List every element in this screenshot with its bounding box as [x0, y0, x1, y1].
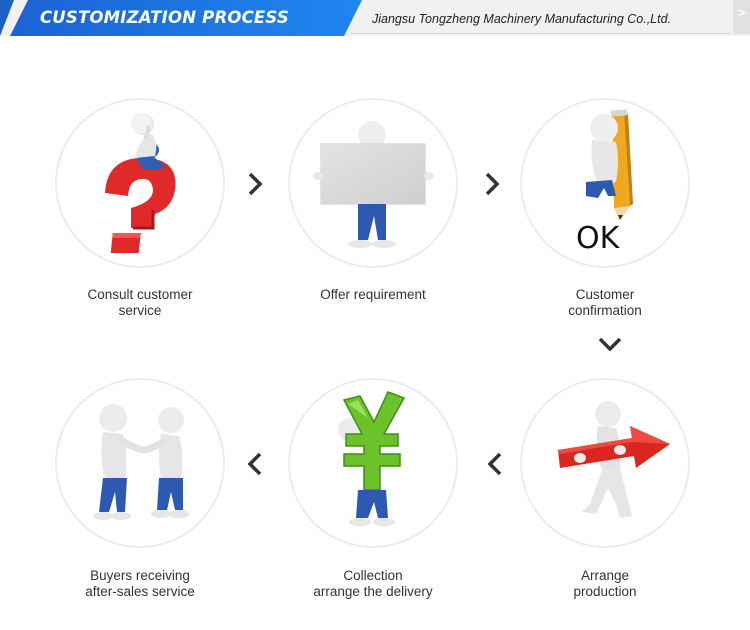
chevron-left-icon [248, 452, 262, 476]
chevron-left-icon [488, 452, 502, 476]
chevron-right-icon [248, 172, 262, 196]
step-label: Customer confirmation [505, 287, 705, 318]
step-collection-arrange-delivery [288, 378, 458, 548]
chevron-down-icon [598, 337, 622, 351]
chevron-right-icon [485, 172, 499, 196]
yen-carrier-icon [288, 378, 458, 548]
step-label-line1: Arrange [505, 568, 705, 584]
step-consult-customer-service [55, 98, 225, 268]
step-label: Consult customer service [40, 287, 240, 318]
step-label-line2: arrange the delivery [273, 584, 473, 600]
step-label-line2: service [40, 303, 240, 319]
sign-board-person-icon [288, 98, 458, 268]
section-title: CUSTOMIZATION PROCESS [40, 8, 289, 27]
svg-text:OK: OK [576, 221, 621, 256]
step-label-line1: Consult customer [40, 287, 240, 303]
question-mark-thinker-icon [55, 98, 225, 268]
company-name: Jiangsu Tongzheng Machinery Manufacturin… [372, 12, 671, 26]
red-arrow-carrier-icon [520, 378, 690, 548]
step-arrange-production [520, 378, 690, 548]
step-offer-requirement [288, 98, 458, 268]
pencil-ok-icon: OK [520, 98, 690, 268]
step-buyers-after-sales-service [55, 378, 225, 548]
step-label-line1: Customer [505, 287, 705, 303]
step-label-line1: Offer requirement [273, 287, 473, 303]
step-label-line2: production [505, 584, 705, 600]
section-header: CUSTOMIZATION PROCESS Jiangsu Tongzheng … [0, 0, 750, 40]
step-label-line1: Collection [273, 568, 473, 584]
more-arrow-button[interactable]: > [733, 0, 750, 34]
step-label: Arrange production [505, 568, 705, 599]
step-label-line2: confirmation [505, 303, 705, 319]
step-label: Offer requirement [273, 287, 473, 303]
step-label: Collection arrange the delivery [273, 568, 473, 599]
step-label: Buyers receiving after-sales service [40, 568, 240, 599]
step-label-line1: Buyers receiving [40, 568, 240, 584]
step-label-line2: after-sales service [40, 584, 240, 600]
handshake-icon [55, 378, 225, 548]
header-divider [350, 33, 730, 34]
step-customer-confirmation: OK [520, 98, 690, 268]
